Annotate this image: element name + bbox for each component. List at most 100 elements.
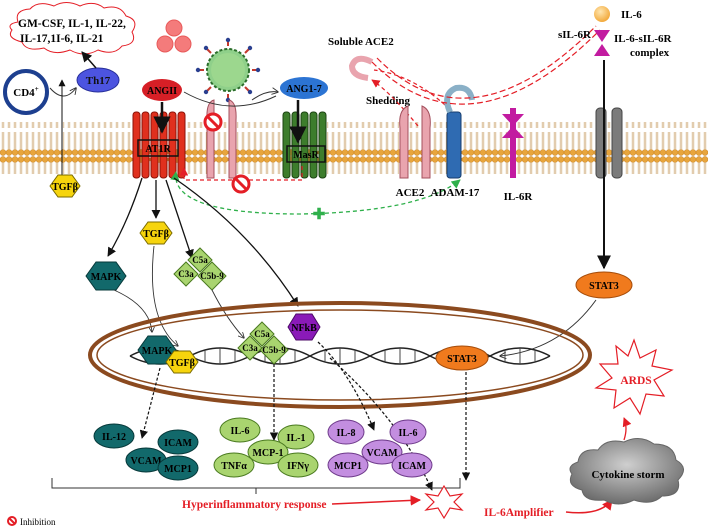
hyperinflammatory-label: Hyperinflammatory response bbox=[182, 499, 326, 511]
complex-label-1: IL-6-sIL-6R bbox=[614, 33, 673, 45]
il6r-receptor bbox=[502, 108, 524, 178]
cytokine-il8 bbox=[327, 419, 365, 445]
cytokine-icam-teal-label: ICAM bbox=[164, 438, 192, 449]
cytokine-vcam-purple bbox=[361, 439, 403, 465]
tgfb-nuclear-label: TGFβ bbox=[169, 358, 195, 369]
angii-ligand bbox=[174, 35, 192, 53]
complex-icon bbox=[594, 44, 610, 56]
cd4-to-th17-arrow bbox=[49, 88, 76, 97]
masr-box bbox=[286, 145, 326, 163]
c3a-nuclear-diamond bbox=[237, 335, 263, 361]
ang17-label: ANG1-7 bbox=[286, 84, 322, 95]
nucleus-inner bbox=[96, 309, 584, 401]
inhibition-icon bbox=[231, 174, 251, 194]
cytokine-mcp1-teal-label: MCP1 bbox=[164, 464, 192, 475]
cytokine-tnfa bbox=[213, 452, 255, 478]
cytokine-il6-green bbox=[219, 417, 261, 443]
cytokine-storm-label: Cytokine storm bbox=[591, 469, 664, 481]
cytokine-il12-label: IL-12 bbox=[102, 432, 126, 443]
cytokine-il8-label: IL-8 bbox=[337, 428, 356, 439]
cytokine-brace bbox=[51, 478, 461, 494]
amplifier-to-storm bbox=[565, 499, 613, 514]
amplifier-starburst bbox=[424, 484, 464, 520]
cd4-label: CD4+ bbox=[13, 85, 38, 99]
cytokine-cloud bbox=[9, 2, 136, 55]
shedding-arrow bbox=[371, 79, 419, 127]
tgfb-hexagon bbox=[139, 221, 173, 245]
soluble-ace2-icon bbox=[348, 55, 374, 81]
nfkb-label: NFkB bbox=[291, 323, 317, 334]
mapk-to-teal-group bbox=[139, 367, 161, 439]
cd4-cell bbox=[3, 69, 49, 115]
at1r-to-adam17-green bbox=[170, 171, 461, 215]
tgfb-nuclear-hexagon bbox=[165, 350, 199, 374]
cell-membrane bbox=[0, 122, 708, 174]
cytokine-mcp1-green bbox=[247, 439, 289, 465]
shedding-arrow-2 bbox=[373, 69, 461, 121]
th17-cell bbox=[76, 67, 120, 93]
stat3-label: STAT3 bbox=[589, 281, 619, 292]
cytokine-mcp1-teal bbox=[157, 455, 199, 481]
at1r-box bbox=[137, 139, 179, 157]
c5a-label: C5a bbox=[192, 255, 208, 265]
angii-label: ANGII bbox=[147, 86, 177, 97]
cytokine-tnfa-label: TNFα bbox=[221, 461, 247, 472]
mapk-nuclear-label: MAPK bbox=[142, 346, 173, 357]
cytokine-vcam-purple-label: VCAM bbox=[366, 448, 398, 459]
c3a-label: C3a bbox=[178, 269, 194, 279]
gp130-receptor bbox=[595, 107, 623, 179]
stat3-nuclear-label: STAT3 bbox=[447, 354, 477, 365]
sil6r-shedding-line bbox=[371, 29, 601, 105]
sil6r-label: sIL-6R bbox=[558, 29, 592, 41]
cytokine-il6-purple-label: IL-6 bbox=[399, 428, 418, 439]
cytokine-il1 bbox=[277, 424, 315, 450]
cytokine-icam-purple bbox=[391, 452, 433, 478]
ards-starburst bbox=[594, 338, 674, 416]
mapk-nuclear-hexagon bbox=[137, 335, 177, 365]
soluble-ace2-label: Soluble ACE2 bbox=[328, 36, 394, 48]
cytokine-il6-purple bbox=[389, 419, 427, 445]
mapk-hexagon bbox=[85, 261, 127, 291]
at1r-to-complement-arrow bbox=[165, 179, 194, 259]
cytokine-vcam-teal-label: VCAM bbox=[130, 456, 162, 467]
adam17-label: ADAM-17 bbox=[431, 187, 480, 199]
cytokine-mcp1-purple bbox=[327, 452, 369, 478]
cytokine-storm-cloud bbox=[569, 438, 684, 505]
complement-into-nucleus bbox=[211, 289, 244, 338]
cytokine-ifng bbox=[277, 452, 319, 478]
angii-ligand bbox=[165, 19, 183, 37]
sil6r-shedding-line-2 bbox=[376, 25, 597, 99]
c5a-nuclear-label: C5a bbox=[254, 329, 270, 339]
cytokine-mcp1-green-label: MCP-1 bbox=[252, 448, 283, 459]
angii-ligand bbox=[156, 35, 174, 53]
cytokine-ifng-label: IFNγ bbox=[287, 461, 309, 472]
cloud-line-2: IL-17,1I-6, IL-21 bbox=[20, 33, 104, 45]
c3a-diamond bbox=[173, 261, 199, 287]
stat3-nuclear bbox=[435, 345, 489, 371]
c5a-nuclear-diamond bbox=[249, 321, 275, 347]
tgfb-into-nucleus bbox=[151, 245, 178, 346]
complex-label-2: complex bbox=[630, 47, 670, 59]
masr-receptor bbox=[282, 111, 327, 179]
c5a-diamond bbox=[187, 247, 213, 273]
nfkb-hexagon bbox=[287, 313, 321, 341]
cytokine-icam-teal bbox=[157, 429, 199, 455]
tgfb-label-membrane: TGFβ bbox=[52, 182, 78, 193]
at1r-to-nfkb-arrow bbox=[173, 177, 299, 307]
cytokine-il12 bbox=[93, 423, 135, 449]
nfkb-to-amplifier bbox=[329, 357, 433, 491]
il6r-label: IL-6R bbox=[504, 191, 534, 203]
tgfb-label: TGFβ bbox=[143, 229, 169, 240]
amplifier-label: IL-6Amplifier bbox=[484, 507, 554, 519]
c5b9-nuclear-label: C5b-9 bbox=[262, 345, 286, 355]
cytokine-il6-green-label: IL-6 bbox=[231, 426, 250, 437]
virus-icon bbox=[195, 37, 261, 103]
il6-label: IL-6 bbox=[621, 9, 642, 21]
plus-icon: ✚ bbox=[313, 207, 326, 223]
inhibition-legend-label: Inhibition bbox=[20, 517, 56, 527]
cytokine-mcp1-purple-label: MCP1 bbox=[334, 461, 362, 472]
angii-to-ang17-curve bbox=[183, 91, 277, 107]
nucleus bbox=[88, 301, 592, 409]
complex-icon bbox=[594, 30, 610, 42]
